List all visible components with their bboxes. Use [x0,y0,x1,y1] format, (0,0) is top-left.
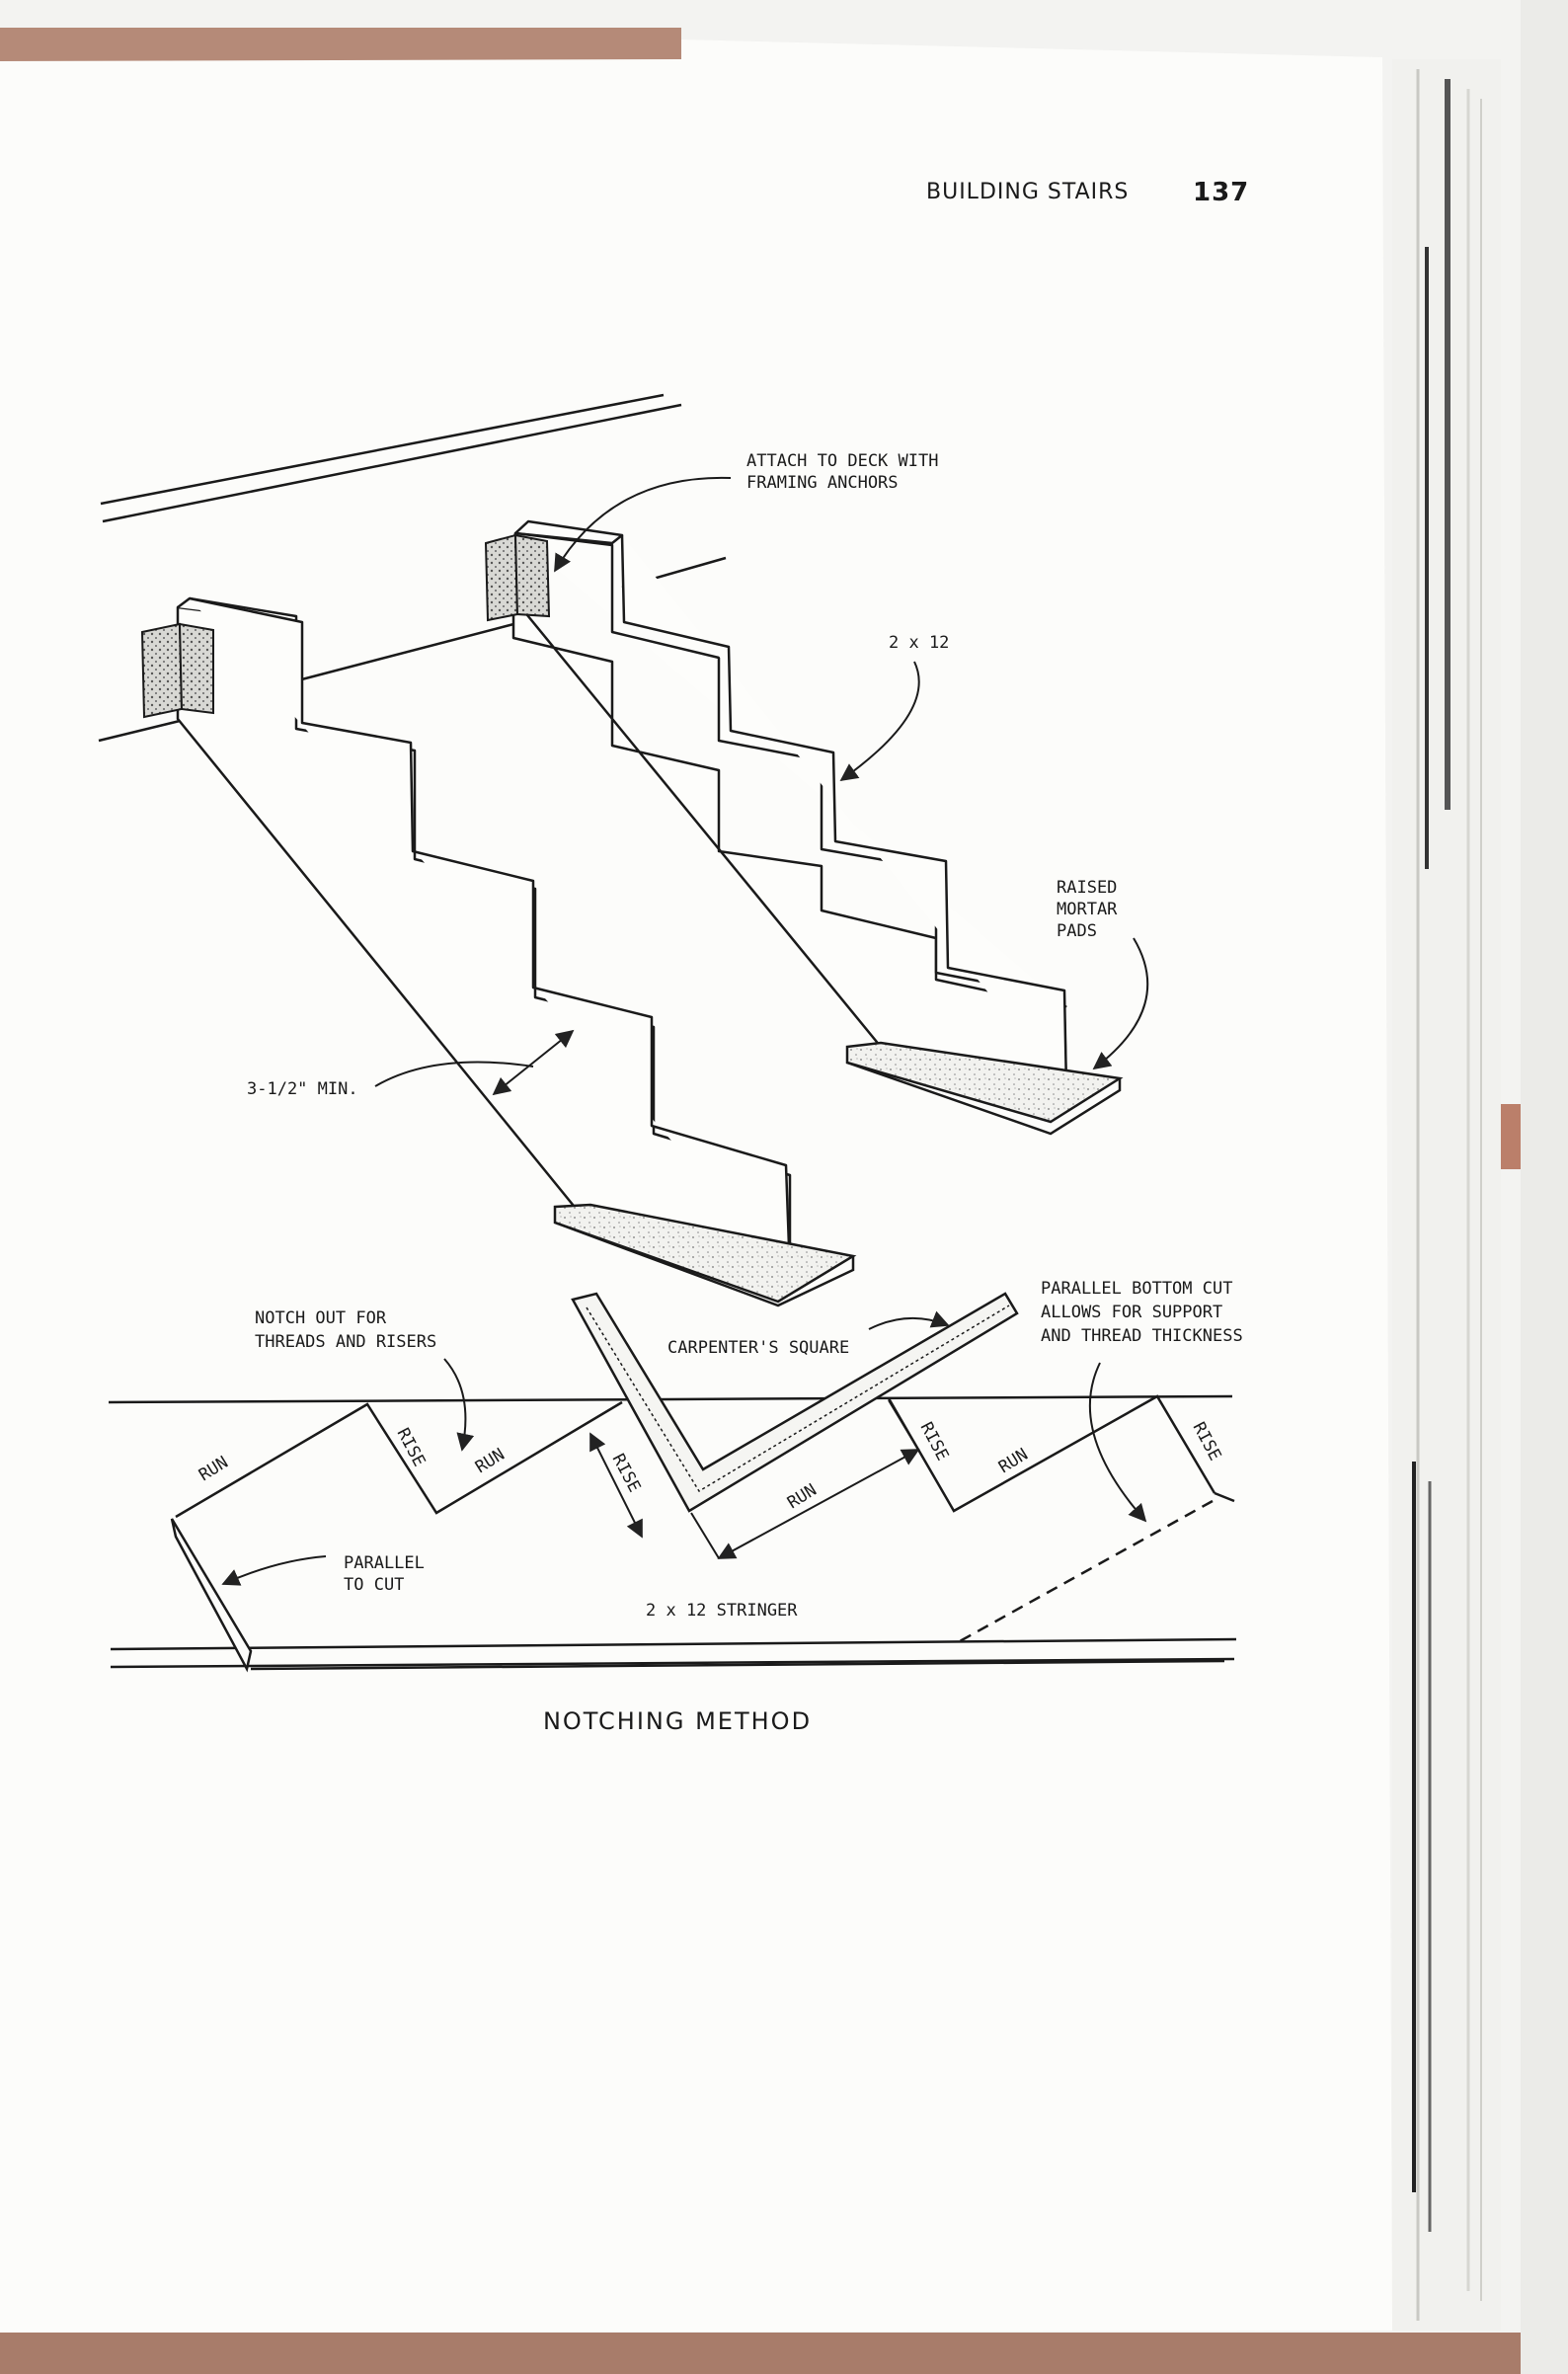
running-title: BUILDING STAIRS [926,180,1130,204]
label-parallel-line2: ALLOWS FOR SUPPORT [1041,1303,1222,1322]
notch-leader-arrow [443,1358,475,1452]
front-stringer [176,596,792,1275]
square-leader-arrow [868,1310,950,1330]
cover-edge-bottom [0,2333,1521,2374]
label-attach-line2: FRAMING ANCHORS [746,473,899,493]
label-raised-line3: PADS [1057,921,1097,941]
label-raised-line1: RAISED [1057,878,1117,898]
label-two-by-twelve: 2 x 12 [889,633,949,653]
figure-caption: NOTCHING METHOD [542,1707,813,1735]
label-parallel-to-cut-line1: PARALLEL [344,1553,425,1573]
deck-edge-line [100,393,665,506]
label-parallel-to-cut-line2: TO CUT [344,1575,404,1595]
label-parallel-line1: PARALLEL BOTTOM CUT [1041,1279,1232,1299]
page-number: 137 [1193,178,1250,207]
back-stringer [511,519,1068,1096]
mortar-pad-front [553,1203,857,1307]
label-min-clearance: 3-1/2" MIN. [247,1079,358,1099]
framing-anchor-back [484,533,551,622]
carpenters-square [571,1292,1019,1513]
mortar-pad-back [845,1041,1124,1136]
parallel-cut-leader-arrow [221,1555,327,1586]
clearance-dimension-arrow [492,1029,575,1096]
label-notch-line1: NOTCH OUT FOR [255,1308,387,1328]
label-notch-line2: THREADS AND RISERS [255,1332,436,1352]
label-run-4: RUN [995,1445,1032,1477]
rise-dimension-arrow [589,1432,643,1539]
label-rise-1: RISE [393,1425,430,1470]
label-rise-2: RISE [608,1451,645,1496]
run-dimension-arrow [717,1449,920,1559]
cover-edge-top [0,28,681,63]
label-parallel-line3: AND THREAD THICKNESS [1041,1326,1243,1346]
notching-diagram [108,1394,1237,1673]
label-run-3: RUN [784,1480,821,1513]
two-by-twelve-leader-arrow [839,661,920,782]
bottom-cut-leader-arrow [1088,1362,1147,1523]
label-carpenters-square: CARPENTER'S SQUARE [667,1338,849,1358]
label-stringer: 2 x 12 STRINGER [646,1601,798,1621]
mortar-pad-leader-arrow [1092,937,1149,1070]
anchor-leader-arrow [554,476,732,573]
label-raised-line2: MORTAR [1057,900,1118,919]
label-attach-line1: ATTACH TO DECK WITH [746,451,938,471]
label-run-1: RUN [196,1453,232,1485]
framing-anchor-front [140,622,214,719]
